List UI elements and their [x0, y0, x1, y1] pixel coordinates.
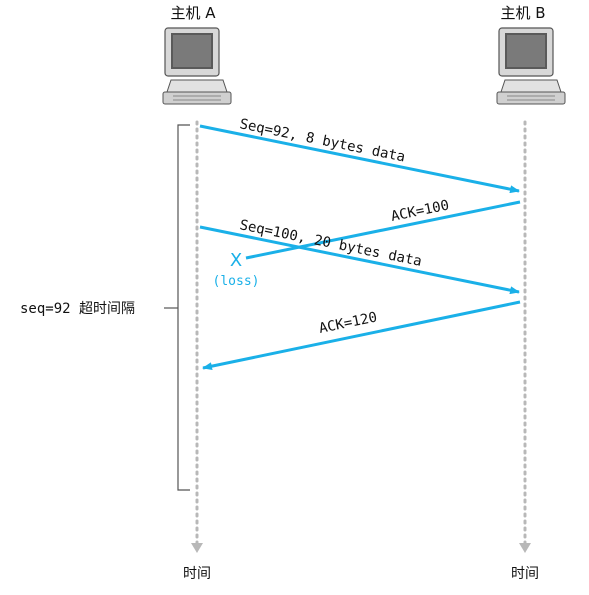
timeout-bracket: [177, 124, 190, 491]
computer-icon: [162, 27, 232, 105]
seq100-label: Seq=100, 20 bytes data: [238, 217, 423, 270]
seq100-arrow: [199, 225, 520, 295]
timeout-label: seq=92 超时间隔: [20, 301, 135, 317]
time-label-b: 时间: [511, 566, 539, 582]
time-label-a: 时间: [183, 566, 211, 582]
host-a-label: 主机 A: [170, 4, 216, 22]
seq92-arrow: [199, 124, 520, 194]
seq92-label: Seq=92, 8 bytes data: [238, 116, 406, 165]
ack120-arrow: [202, 300, 521, 371]
ack100-label: ACK=100: [390, 197, 451, 224]
host-b-label: 主机 B: [500, 4, 545, 22]
ack100-arrow: [245, 200, 521, 260]
computer-icon: [496, 27, 566, 105]
loss-x-mark: X: [230, 250, 242, 271]
loss-label: (loss): [213, 274, 260, 289]
host-b-timeline-arrow: [519, 543, 531, 553]
host-a-timeline-arrow: [191, 543, 203, 553]
